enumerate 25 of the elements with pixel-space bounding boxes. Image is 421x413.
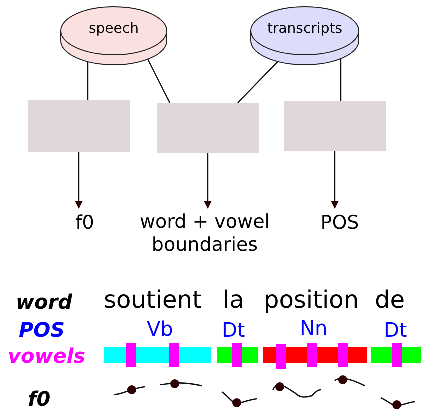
- row-label: f0: [28, 389, 51, 409]
- row-label: word: [16, 292, 72, 312]
- connector-line: [87, 62, 89, 100]
- process-box: [284, 101, 386, 151]
- tag-text: Vb: [147, 319, 174, 339]
- tag-text: Dt: [222, 320, 246, 340]
- tag-text: Dt: [384, 320, 408, 340]
- connector-line: [238, 61, 278, 104]
- output-label: f0: [60, 210, 110, 236]
- row-label: vowels: [8, 346, 86, 366]
- process-box: [28, 100, 130, 152]
- word-text: la: [223, 288, 244, 312]
- process-box: [157, 103, 259, 153]
- output-label: word + vowel boundaries: [120, 210, 290, 258]
- connector-line: [340, 58, 342, 101]
- tag-text: Nn: [300, 318, 328, 338]
- word-text: soutient: [104, 288, 202, 312]
- word-text: position: [264, 288, 360, 312]
- arrow: [204, 153, 212, 209]
- arrow: [75, 152, 83, 209]
- output-label: POS: [305, 210, 375, 236]
- word-text: de: [375, 288, 405, 312]
- connector-line: [147, 59, 171, 104]
- arrow: [331, 151, 339, 209]
- row-label: POS: [19, 320, 66, 340]
